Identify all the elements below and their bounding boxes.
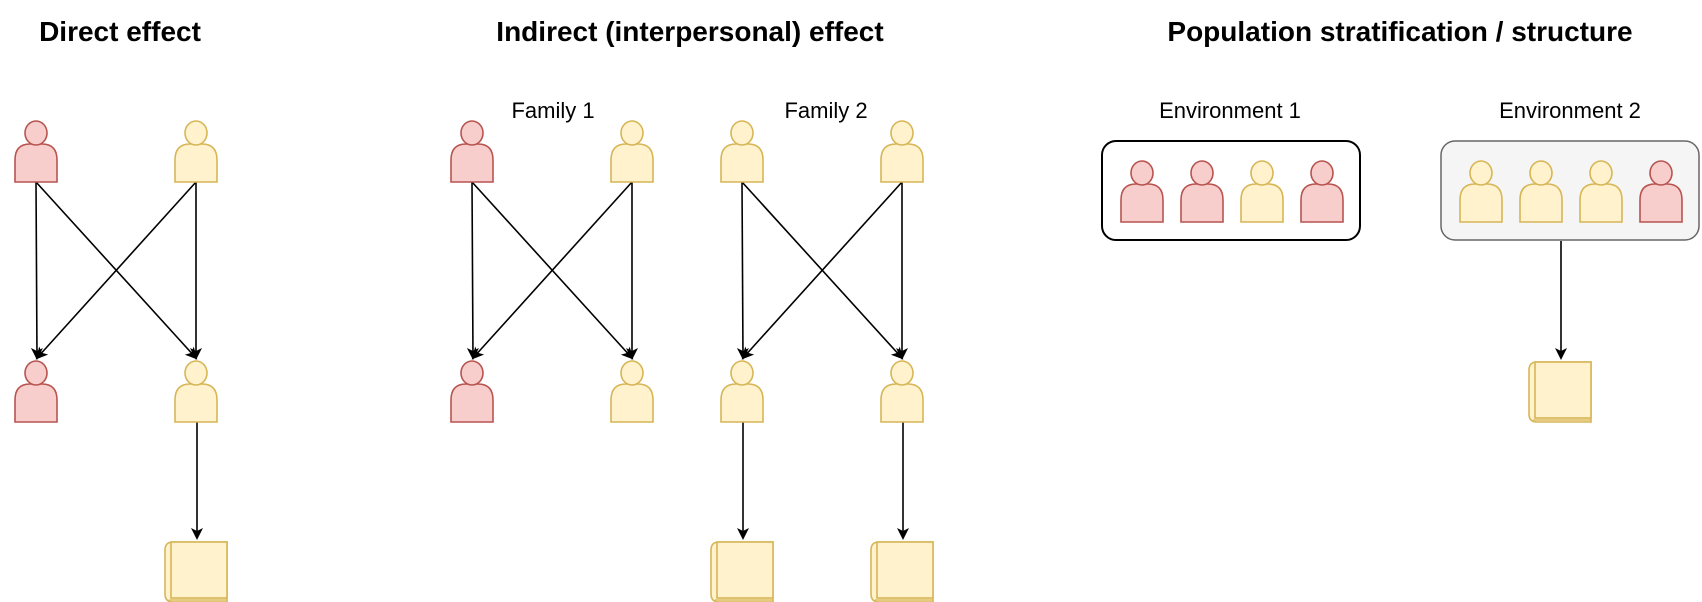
environment-1-label: Environment 1 (1159, 98, 1301, 123)
person-icon (1120, 160, 1164, 223)
direct-effect-title: Direct effect (39, 16, 201, 47)
environment-2-box (1440, 140, 1700, 241)
arrow-family2-parent2-to-child1 (741, 181, 903, 360)
person-icon (880, 120, 924, 183)
environment-1-box (1101, 140, 1361, 241)
person-icon (720, 360, 764, 423)
person-icon (174, 120, 218, 183)
person-icon (1180, 160, 1224, 223)
population-stratification-title: Population stratification / structure (1167, 16, 1632, 47)
person-icon (1579, 160, 1623, 223)
family-1-label: Family 1 (511, 98, 594, 123)
person-icon (450, 360, 494, 423)
person-icon (610, 120, 654, 183)
person-icon (450, 120, 494, 183)
family-2-label: Family 2 (784, 98, 867, 123)
person-icon (1240, 160, 1284, 223)
arrow-family1-parent1-to-child1 (466, 181, 479, 360)
icons-layer (14, 120, 1683, 602)
environment-2-label: Environment 2 (1499, 98, 1641, 123)
book-icon (164, 541, 228, 602)
book-icon (1528, 361, 1592, 423)
arrow-family2-parent1-to-child1 (736, 181, 749, 360)
person-icon (174, 360, 218, 423)
indirect-effect-title: Indirect (interpersonal) effect (496, 16, 883, 47)
arrows-layer (30, 181, 1567, 540)
person-icon (1300, 160, 1344, 223)
person-icon (880, 360, 924, 423)
arrow-direct-parent2-to-child1 (35, 181, 197, 360)
arrow-direct-parent1-to-child1 (30, 181, 43, 360)
person-icon (1459, 160, 1503, 223)
person-icon (720, 120, 764, 183)
person-icon (610, 360, 654, 423)
person-icon (1519, 160, 1563, 223)
person-icon (14, 120, 58, 183)
book-icon (870, 541, 934, 602)
book-icon (710, 541, 774, 602)
arrow-family1-parent2-to-child1 (471, 181, 633, 360)
person-icon (1639, 160, 1683, 223)
person-icon (14, 360, 58, 423)
